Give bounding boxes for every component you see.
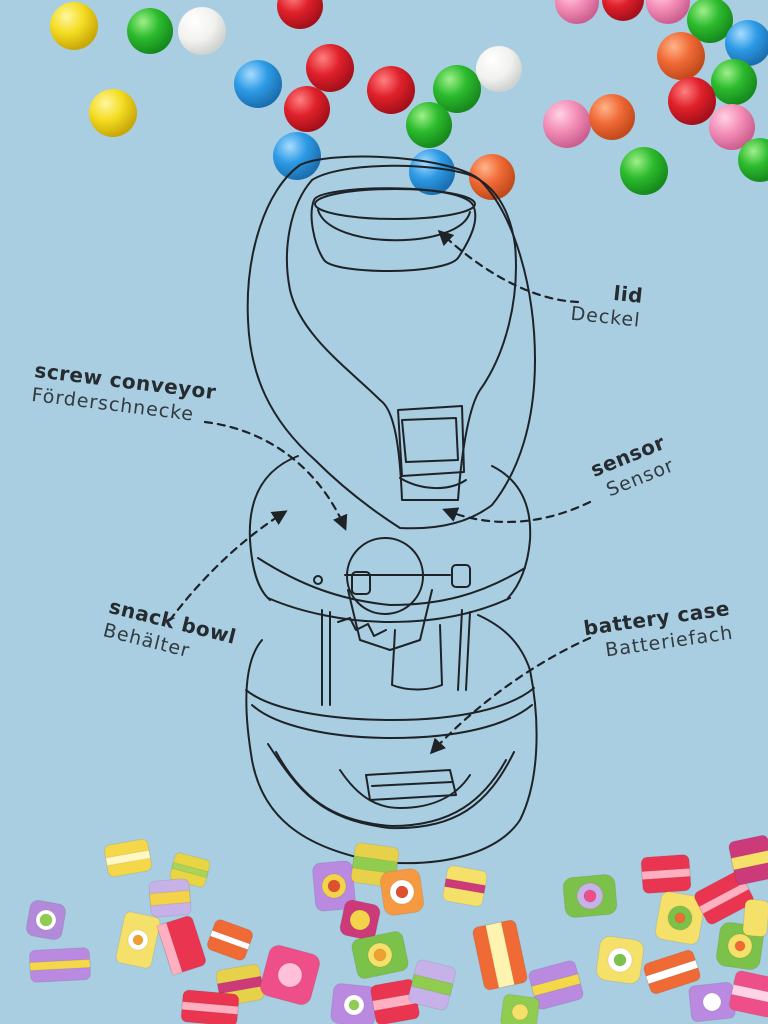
- label-lid-en: lid: [612, 280, 645, 308]
- arrow-sensor: [442, 500, 592, 524]
- dispenser-line-drawing: [245, 155, 538, 865]
- arrow-snack-bowl: [168, 510, 288, 622]
- candies-bottom: [25, 834, 768, 1024]
- gumballs-top: [50, 0, 768, 200]
- leader-arrows: [168, 229, 592, 755]
- label-lid: lid Deckel: [570, 279, 645, 332]
- arrow-screw-conveyor: [203, 420, 348, 531]
- arrow-battery-case: [429, 636, 592, 755]
- arrow-lid: [437, 229, 580, 304]
